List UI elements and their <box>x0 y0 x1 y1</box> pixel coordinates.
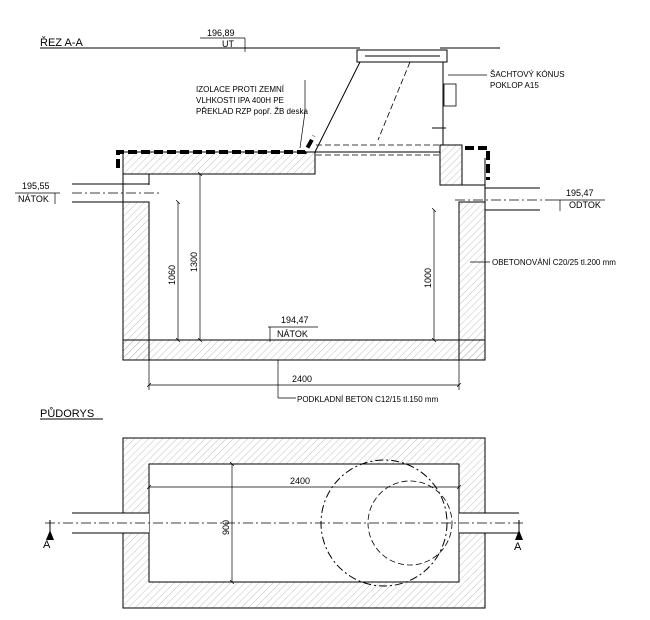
top-slab-left <box>122 151 316 175</box>
outlet-level-tag: ODTOK <box>569 200 601 210</box>
section-mark-left-arrow <box>46 530 54 540</box>
left-wall <box>122 201 150 361</box>
dim-1060-text: 1060 <box>167 265 177 285</box>
outlet-level-value: 195,47 <box>566 188 594 198</box>
bottom-level-tag: NÁTOK <box>277 329 308 339</box>
inlet-level-value: 195,55 <box>22 181 50 191</box>
dim-1000-text: 1000 <box>423 268 433 288</box>
dim-1300-text: 1300 <box>189 252 199 272</box>
step-iron <box>443 83 457 107</box>
plan-dim-900-text: 900 <box>221 520 231 535</box>
section-mark-right: A <box>514 541 522 553</box>
section-title: ŘEZ A-A <box>40 36 83 49</box>
right-wall <box>458 201 486 361</box>
label-cone-1: ŠACHTOVÝ KÓNUS <box>490 70 565 79</box>
plan-title: PŮDORYS <box>40 407 94 420</box>
ground-level-value: 196,89 <box>207 28 235 38</box>
plan-outlet-pipe-fill <box>459 513 519 533</box>
section-view: ŘEZ A-A 196,89 UT <box>15 28 616 404</box>
label-base: PODKLADNÍ BETON C12/15 tl.150 mm <box>297 395 439 404</box>
top-slab-right <box>439 144 463 186</box>
label-insulation-3: PŘEKLAD RZP popř. ŽB deska <box>196 107 308 116</box>
label-insulation-1: IZOLACE PROTI ZEMNÍ <box>196 85 285 94</box>
bottom-level-value: 194,47 <box>281 315 309 325</box>
plan-dim-2400-text: 2400 <box>290 476 310 486</box>
bottom-slab <box>122 339 486 361</box>
callout-insulation-leader <box>299 111 306 149</box>
ground-level-tag: UT <box>222 39 234 49</box>
insulation-right <box>465 146 490 180</box>
insulation-left <box>116 135 316 168</box>
label-cone-2: POKLOP A15 <box>490 81 539 90</box>
manhole-inner-circle <box>367 480 453 566</box>
label-concrete: OBETONOVÁNÍ C20/25 tl.200 mm <box>492 258 616 267</box>
manhole-outer-circle <box>320 459 448 587</box>
section-mark-left: A <box>43 539 51 551</box>
label-insulation-2: VLHKOSTI IPA 400H PE <box>196 96 284 105</box>
cone-hidden-edge <box>377 61 411 141</box>
plan-inlet-pipe-fill <box>72 513 149 533</box>
inlet-level-tag: NÁTOK <box>18 194 49 204</box>
section-mark-right-arrow <box>515 530 523 540</box>
dim-2400-text: 2400 <box>292 374 312 384</box>
plan-view: PŮDORYS 2400 900 A A <box>40 407 525 609</box>
